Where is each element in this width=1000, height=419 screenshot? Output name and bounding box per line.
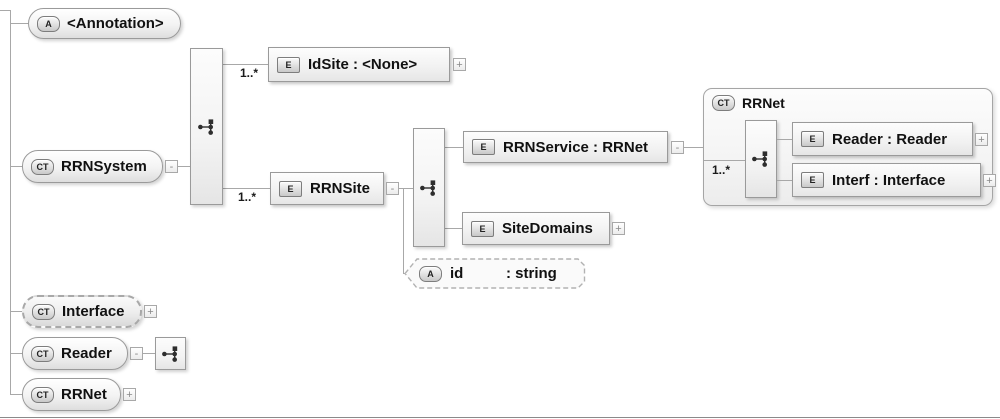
collapse-toggle-rrnsystem[interactable]: - (165, 160, 178, 173)
cardinality-label: 1..* (238, 190, 257, 204)
connector-line (10, 394, 22, 395)
collapse-toggle-rrnsite[interactable]: - (386, 182, 399, 195)
node-label: IdSite : <None> (308, 56, 418, 73)
connector-line (704, 160, 745, 161)
expand-toggle-rrnet-root[interactable]: + (123, 388, 136, 401)
connector-line (445, 228, 462, 229)
node-label: Interface (62, 303, 125, 320)
compositor-rrnsite[interactable] (413, 128, 445, 247)
complex-type-badge: CT (32, 303, 55, 320)
element-badge: E (801, 131, 824, 147)
connector-line (10, 10, 11, 395)
complex-type-badge: CT (31, 386, 54, 403)
attribute-badge: A (419, 265, 442, 282)
attribute-shape-outline (404, 258, 586, 289)
expand-toggle-interf-element[interactable]: + (983, 174, 996, 187)
cardinality-label: 1..* (240, 66, 259, 80)
complex-type-badge: CT (712, 95, 735, 111)
node-sitedomains[interactable]: E SiteDomains (462, 212, 610, 245)
window-bottom-edge (0, 417, 1000, 418)
connector-line (10, 166, 22, 167)
node-interf-element[interactable]: E Interf : Interface (792, 163, 981, 197)
node-label: RRNService : RRNet (503, 138, 649, 156)
attribute-badge: A (37, 15, 60, 32)
node-rrnsystem[interactable]: CT RRNSystem (22, 150, 163, 183)
connector-line (223, 64, 268, 65)
collapse-toggle-reader[interactable]: - (130, 347, 143, 360)
node-idsite[interactable]: E IdSite : <None> (268, 47, 450, 82)
connector-line (223, 188, 270, 189)
connector-line (178, 166, 190, 167)
node-label: Reader (61, 345, 112, 362)
compositor-rrnsystem[interactable] (190, 48, 223, 205)
expand-toggle-interface[interactable]: + (144, 305, 157, 318)
complex-type-badge: CT (31, 158, 54, 175)
attribute-type: : string (506, 265, 557, 282)
element-badge: E (471, 220, 494, 237)
sequence-compositor-icon (197, 118, 213, 135)
sequence-compositor-icon (752, 151, 768, 167)
connector-line (777, 139, 792, 140)
node-rrnsite[interactable]: E RRNSite (270, 172, 384, 205)
connector-line (143, 353, 155, 354)
node-reader-element[interactable]: E Reader : Reader (792, 122, 973, 156)
connector-line (0, 10, 10, 11)
node-label: Reader : Reader (832, 130, 948, 148)
connector-line (777, 180, 792, 181)
cardinality-label: 1..* (712, 163, 731, 177)
connector-line (445, 147, 463, 148)
complex-type-badge: CT (31, 345, 54, 362)
node-annotation[interactable]: A <Annotation> (28, 8, 181, 39)
node-label: RRNSite (310, 180, 371, 197)
expand-toggle-reader-element[interactable]: + (975, 133, 988, 146)
node-interface-complex[interactable]: CT Interface (22, 295, 142, 328)
expand-toggle-sitedomains[interactable]: + (612, 222, 625, 235)
element-badge: E (472, 139, 495, 155)
node-id-attribute[interactable]: A id : string (404, 256, 586, 291)
sequence-compositor-icon (161, 345, 177, 362)
compositor-reader[interactable] (155, 337, 186, 370)
connector-line (10, 353, 22, 354)
attribute-name: id (450, 265, 464, 282)
node-label: RRNet (742, 95, 785, 111)
node-label: RRNet (61, 386, 107, 403)
connector-line (10, 23, 28, 24)
connector-line (10, 311, 22, 312)
element-badge: E (277, 56, 300, 73)
sequence-compositor-icon (420, 179, 436, 196)
node-label: <Annotation> (67, 15, 164, 32)
element-badge: E (279, 180, 302, 197)
collapse-toggle-rrnservice[interactable]: - (671, 141, 684, 154)
node-rrnservice[interactable]: E RRNService : RRNet (463, 131, 668, 163)
compositor-rrnet[interactable] (745, 120, 777, 198)
node-label: Interf : Interface (832, 171, 946, 189)
connector-line (403, 188, 404, 273)
node-reader-complex[interactable]: CT Reader (22, 337, 128, 370)
node-label: SiteDomains (502, 220, 593, 237)
node-rrnet-root[interactable]: CT RRNet (22, 378, 121, 411)
element-badge: E (801, 172, 824, 188)
connector-line (684, 147, 703, 148)
connector-line (399, 188, 413, 189)
node-label: RRNSystem (61, 158, 147, 175)
expand-toggle-idsite[interactable]: + (453, 58, 466, 71)
